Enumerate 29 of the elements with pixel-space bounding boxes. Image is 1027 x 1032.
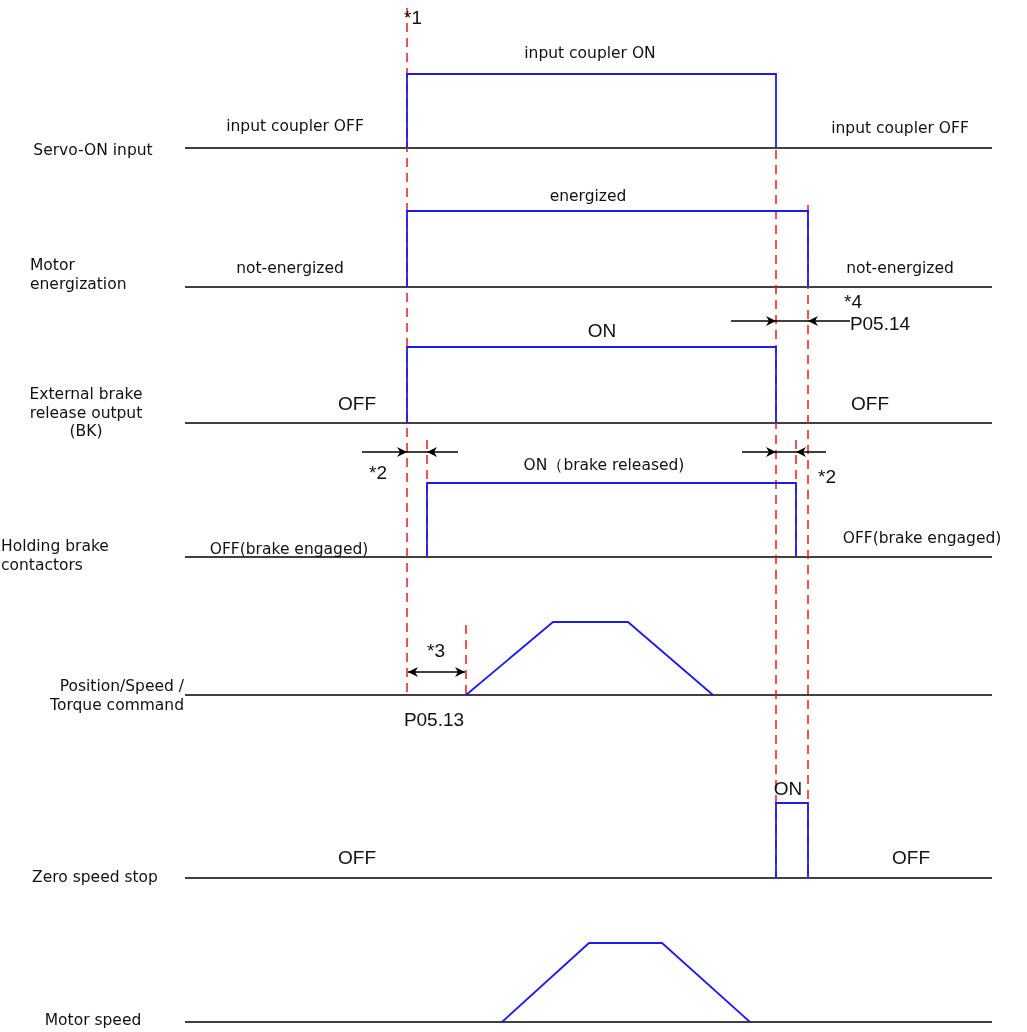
state-label: ON（brake released) [523,455,685,475]
signal-name: Holding brake contactors [1,537,110,575]
state-label: energized [549,186,627,206]
footnote-mark: *4 [844,290,862,314]
state-label: OFF [338,392,376,416]
state-label: OFF [338,846,376,870]
signal-name: Motor energization [30,256,128,294]
footnote-mark: *1 [404,6,422,30]
state-label: OFF [851,392,889,416]
signal-name: Position/Speed / Torque command [49,677,184,715]
signal-name: Zero speed stop [32,867,158,887]
signal-name: Motor speed [44,1010,142,1030]
signal-name: Servo-ON input [33,140,153,160]
footnote-mark: *2 [818,465,836,489]
state-label: ON [773,777,803,801]
state-label: not-energized [236,258,344,278]
state-label: input coupler OFF [831,118,969,138]
signal-name: External brake release output (BK) [28,385,144,441]
state-label: ON [587,319,617,343]
state-label: input coupler OFF [226,116,364,136]
state-label: OFF [892,846,930,870]
footnote-mark: *2 [369,461,387,485]
state-label: OFF(brake engaged) [209,539,369,559]
parameter-label: P05.14 [849,312,911,336]
footnote-mark: *3 [427,639,445,663]
parameter-label: P05.13 [403,708,465,732]
state-label: not-energized [846,258,954,278]
state-label: OFF(brake engaged) [842,528,1002,548]
state-label: input coupler ON [524,43,656,63]
